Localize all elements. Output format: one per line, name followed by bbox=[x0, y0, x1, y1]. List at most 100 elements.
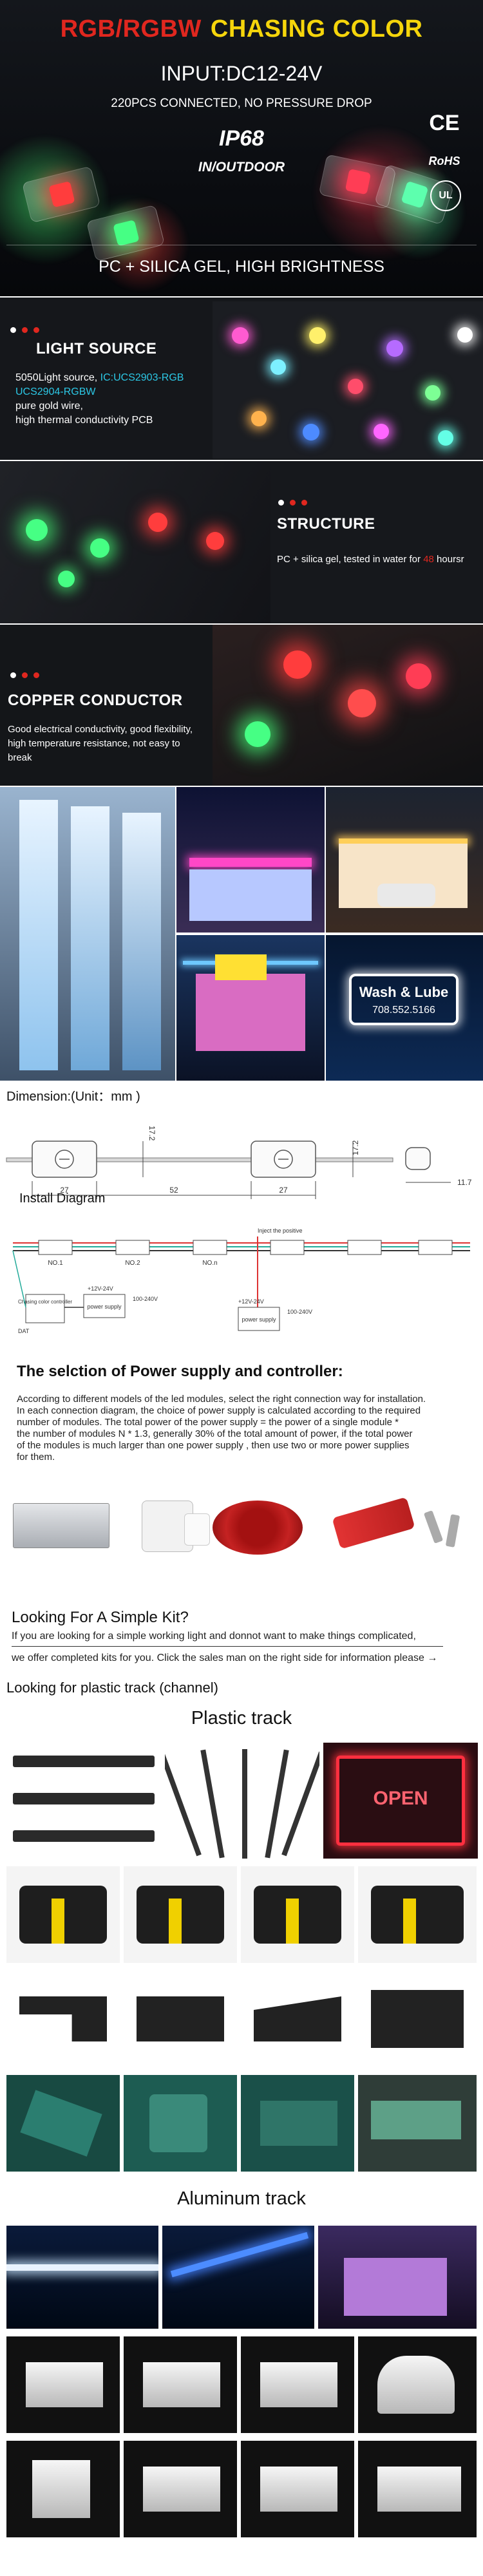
aluminum-profile-photo bbox=[241, 2336, 354, 2433]
cable-reel-photo bbox=[213, 1501, 303, 1555]
channel-sample-photo bbox=[358, 1866, 477, 1963]
install-diagram: NO.1 NO.2 NO.n Inject the positive Chasi… bbox=[12, 1227, 470, 1334]
ul-certification-icon: UL bbox=[430, 180, 461, 211]
inject-positive-note: Inject the positive bbox=[258, 1227, 303, 1234]
dimension-drawing: 27 52 27 17.2 17.2 11.7 bbox=[6, 1126, 472, 1199]
copper-line3: break bbox=[8, 752, 32, 763]
power-line6: for them. bbox=[17, 1452, 55, 1463]
ic-label-n: NO.n bbox=[202, 1260, 217, 1267]
channel-profile-photo bbox=[358, 1971, 477, 2067]
channel-sample-photo bbox=[124, 1866, 237, 1963]
dim-height-right: 17.2 bbox=[351, 1140, 360, 1155]
rohs-certification-icon: RoHS bbox=[428, 155, 460, 167]
aluminum-profile-photo bbox=[241, 2441, 354, 2537]
channel-sample-photo bbox=[241, 1866, 354, 1963]
light-source-ic1: IC:UCS2903-RGB bbox=[100, 372, 184, 383]
accessory-photos bbox=[0, 1488, 483, 1565]
channel-sample-photo bbox=[6, 1866, 120, 1963]
screw-photo bbox=[423, 1510, 444, 1544]
copper-line2: high temperature resistance, not easy to bbox=[8, 738, 180, 749]
ic-label-1: NO.1 bbox=[48, 1260, 63, 1267]
plastic-track-label: Looking for plastic track (channel) bbox=[6, 1680, 218, 1696]
ce-certification-icon: CE bbox=[429, 111, 460, 135]
track-corner-photo bbox=[6, 2075, 120, 2172]
track-corner-photo bbox=[358, 2075, 477, 2172]
dim-pitch-right: 27 bbox=[279, 1186, 288, 1195]
structure-text: PC + silica gel, tested in water for bbox=[277, 554, 421, 565]
controller-label: Chasing color controller bbox=[18, 1299, 72, 1305]
aluminum-profile-photo bbox=[124, 2441, 237, 2537]
channel-profile-photo bbox=[241, 1971, 354, 2067]
aluminum-light-photo bbox=[162, 2226, 314, 2329]
restaurant-outline-photo bbox=[326, 787, 483, 933]
light-source-panel: LIGHT SOURCE 5050Light source, IC:UCS290… bbox=[0, 298, 483, 460]
aluminum-profile-photo bbox=[358, 2441, 477, 2537]
plastic-track-row3 bbox=[0, 1971, 483, 2067]
dc-voltage-left: +12V-24V bbox=[88, 1285, 113, 1292]
aluminum-light-photo bbox=[6, 2226, 158, 2329]
structure-title: STRUCTURE bbox=[277, 515, 375, 533]
plastic-track-title: Plastic track bbox=[191, 1708, 292, 1728]
kit-line2: we offer completed kits for you. Click t… bbox=[12, 1653, 438, 1663]
aluminum-track-row1 bbox=[0, 2226, 483, 2329]
light-source-line3: pure gold wire, bbox=[15, 401, 83, 412]
hero-input-voltage: INPUT:DC12-24V bbox=[160, 62, 323, 85]
kit-divider bbox=[12, 1646, 443, 1647]
aluminum-building-photo bbox=[318, 2226, 477, 2329]
supermarket-fridge-photo bbox=[0, 787, 175, 1081]
aluminum-track-row2 bbox=[0, 2336, 483, 2433]
kit-line1: If you are looking for a simple working … bbox=[12, 1631, 416, 1642]
aluminum-profile-photo bbox=[124, 2336, 237, 2433]
decor-dots bbox=[10, 327, 39, 333]
power-description: According to different models of the led… bbox=[17, 1394, 468, 1463]
psu-label-left: power supply bbox=[87, 1303, 122, 1310]
power-line3: number of modules. The total power of th… bbox=[17, 1417, 399, 1428]
plastic-track-row4 bbox=[0, 2075, 483, 2172]
decor-dots bbox=[278, 500, 307, 506]
aluminum-profile-photo bbox=[6, 2441, 120, 2537]
aluminum-profile-photo bbox=[358, 2336, 477, 2433]
copper-title: COPPER CONDUCTOR bbox=[8, 692, 183, 709]
power-line2: In each connection diagram, the choice o… bbox=[17, 1405, 421, 1416]
hero-ip-rating: IP68 bbox=[219, 126, 264, 151]
kit-heading: Looking For A Simple Kit? bbox=[12, 1609, 189, 1626]
copper-line1: Good electrical conductivity, good flexi… bbox=[8, 724, 193, 735]
power-line5: of the modules is much larger than one p… bbox=[17, 1440, 410, 1451]
track-corner-photo bbox=[124, 2075, 237, 2172]
install-diagram-label: Install Diagram bbox=[19, 1191, 106, 1206]
copper-module-photo bbox=[213, 625, 483, 786]
neon-open-sign-photo: OPEN bbox=[323, 1743, 478, 1859]
dc-voltage-right: +12V-24V bbox=[238, 1298, 264, 1305]
plastic-track-row2 bbox=[0, 1866, 483, 1963]
ac-voltage-left: 100-240V bbox=[133, 1296, 158, 1302]
dat-label: DAT bbox=[18, 1328, 30, 1334]
light-source-description: 5050Light source, IC:UCS2903-RGB UCS2904… bbox=[15, 371, 184, 428]
screw-photo bbox=[445, 1514, 460, 1548]
structure-text-post: hoursr bbox=[437, 554, 464, 565]
led-string-photo bbox=[213, 301, 483, 459]
open-sign-text: OPEN bbox=[373, 1788, 428, 1809]
plastic-track-row1: OPEN bbox=[0, 1743, 483, 1859]
track-corner-photo bbox=[241, 2075, 354, 2172]
channel-profile-photo bbox=[124, 1971, 237, 2067]
decor-dots bbox=[10, 672, 39, 678]
hero-title-chasing: CHASING COLOR bbox=[210, 15, 423, 43]
track-bundle-photo bbox=[165, 1743, 319, 1859]
structure-description: PC + silica gel, tested in water for 48 … bbox=[277, 553, 464, 567]
copper-description: Good electrical conductivity, good flexi… bbox=[8, 723, 193, 765]
power-supply-photo bbox=[13, 1503, 109, 1548]
storefront-night-photo bbox=[176, 787, 325, 933]
light-source-ic2: UCS2904-RGBW bbox=[15, 386, 96, 397]
ac-voltage-right: 100-240V bbox=[287, 1309, 312, 1315]
dim-pitch-left: 27 bbox=[60, 1186, 69, 1195]
power-heading: The selction of Power supply and control… bbox=[17, 1363, 343, 1380]
light-source-title: LIGHT SOURCE bbox=[36, 340, 157, 357]
structure-hours: 48 bbox=[423, 554, 434, 565]
connector-photo bbox=[332, 1497, 415, 1549]
dimension-label: Dimension:(Unit：mm ) bbox=[6, 1090, 140, 1104]
car-wash-sign-photo: Wash & Lube 708.552.5166 bbox=[326, 935, 483, 1081]
application-photos: Wash & Lube 708.552.5166 bbox=[0, 787, 483, 1081]
psu-label-right: power supply bbox=[242, 1316, 276, 1323]
